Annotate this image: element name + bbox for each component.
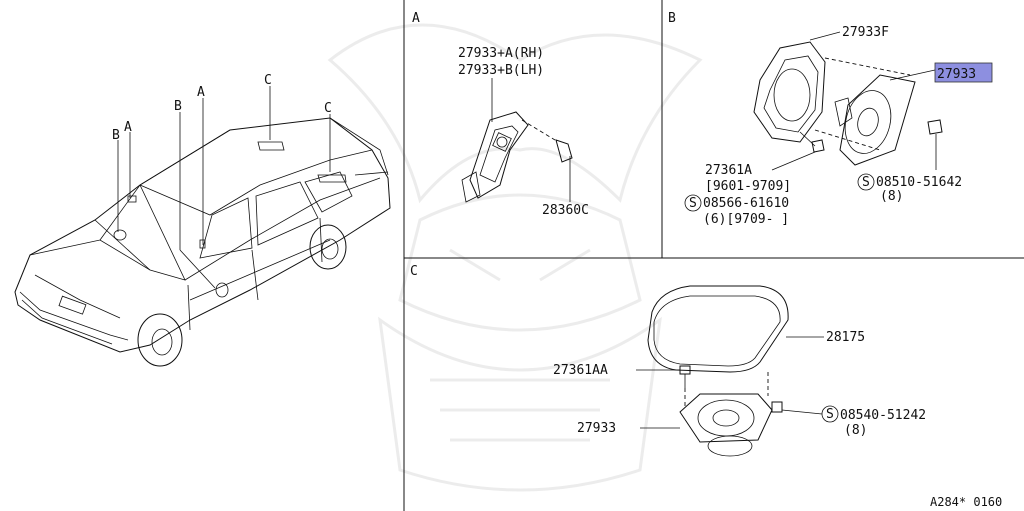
door-speaker-marker (215, 282, 229, 298)
watermark-emblem (327, 23, 703, 492)
qty-08540: (8) (844, 423, 867, 438)
door-speaker-27933 (834, 69, 936, 166)
dash-speaker-marker (113, 229, 127, 241)
part-28175: 28175 (826, 330, 865, 345)
panel-borders (403, 0, 1024, 511)
overview-callout-a-right: A (197, 85, 205, 100)
rear-wheel (309, 224, 347, 270)
part-27933-highlight-label[interactable]: 27933 (937, 67, 976, 82)
car-overview (14, 86, 391, 367)
part-28360c: 28360C (542, 203, 589, 218)
part-27933-b-lh: 27933+B(LH) (458, 63, 544, 78)
footer-diagram-code: A284* 0160 (930, 495, 1002, 509)
part-27933-a-rh: 27933+A(RH) (458, 46, 544, 61)
screw-symbol-08540: S (826, 407, 834, 422)
qty-08510: (8) (880, 189, 903, 204)
panel-a-title: A (412, 11, 420, 26)
rear-shelf-speaker-left (257, 141, 285, 151)
part-08540-51242: 08540-51242 (840, 408, 926, 423)
front-door-window (199, 197, 253, 259)
screw-08510 (927, 119, 943, 170)
front-grille (19, 291, 129, 341)
overview-callout-b-right: B (174, 99, 182, 114)
rear-door-window (255, 181, 319, 246)
car-body-outline (14, 117, 391, 353)
speaker-grille-28175 (647, 285, 824, 396)
highlighted-part-27933[interactable] (934, 62, 993, 83)
part-27361aa: 27361AA (553, 363, 608, 378)
panel-b-title: B (668, 11, 676, 26)
panel-c-title: C (410, 264, 418, 279)
part-27933f: 27933F (842, 25, 889, 40)
part-27933-rear: 27933 (577, 421, 616, 436)
screw-27361a (771, 131, 825, 171)
screw-08540 (771, 401, 823, 415)
tweeter-clip (555, 139, 573, 202)
screw-symbol-08510: S (862, 175, 870, 190)
part-08566-61610: 08566-61610 (703, 196, 789, 211)
screw-27361aa (636, 365, 691, 408)
front-wheel (137, 313, 183, 367)
speaker-adapter-27933f (753, 31, 911, 151)
range-08566: (6)[9709- ] (703, 212, 789, 227)
overview-callout-c-right: C (324, 101, 332, 116)
overview-callout-c-left: C (264, 73, 272, 88)
part-27361a: 27361A (705, 163, 752, 178)
overview-callout-b-left: B (112, 128, 120, 143)
overview-callout-a-left: A (124, 120, 132, 135)
range-27361a: [9601-9709] (705, 179, 791, 194)
rear-shelf-speaker-right (317, 174, 347, 183)
tweeter-bracket (461, 78, 556, 203)
part-08510-51642: 08510-51642 (876, 175, 962, 190)
screw-symbol-08566: S (689, 196, 697, 211)
rear-speaker-27933 (640, 393, 773, 457)
